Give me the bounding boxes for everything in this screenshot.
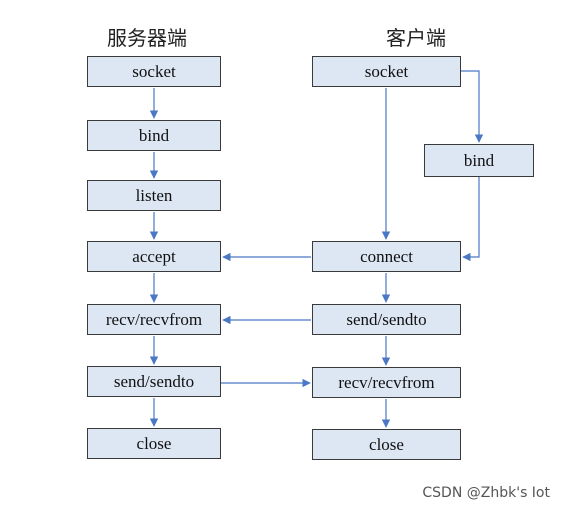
server-recv-box: recv/recvfrom (87, 304, 221, 335)
client-connect-box: connect (312, 241, 461, 272)
client-recv-box: recv/recvfrom (312, 367, 461, 398)
watermark-text: CSDN @Zhbk's Iot (422, 485, 550, 501)
client-bind-box: bind (424, 144, 534, 177)
server-heading: 服务器端 (107, 26, 187, 50)
server-bind-box: bind (87, 120, 221, 151)
arrow-client-socket-to-bind (461, 70, 484, 143)
server-close-box: close (87, 428, 221, 459)
client-heading: 客户端 (386, 26, 446, 50)
arrow-client-bind-to-connect (462, 177, 480, 262)
server-accept-box: accept (87, 241, 221, 272)
server-socket-box: socket (87, 56, 221, 87)
client-send-box: send/sendto (312, 304, 461, 335)
client-socket-box: socket (312, 56, 461, 87)
server-send-box: send/sendto (87, 366, 221, 397)
client-close-box: close (312, 429, 461, 460)
server-listen-box: listen (87, 180, 221, 211)
